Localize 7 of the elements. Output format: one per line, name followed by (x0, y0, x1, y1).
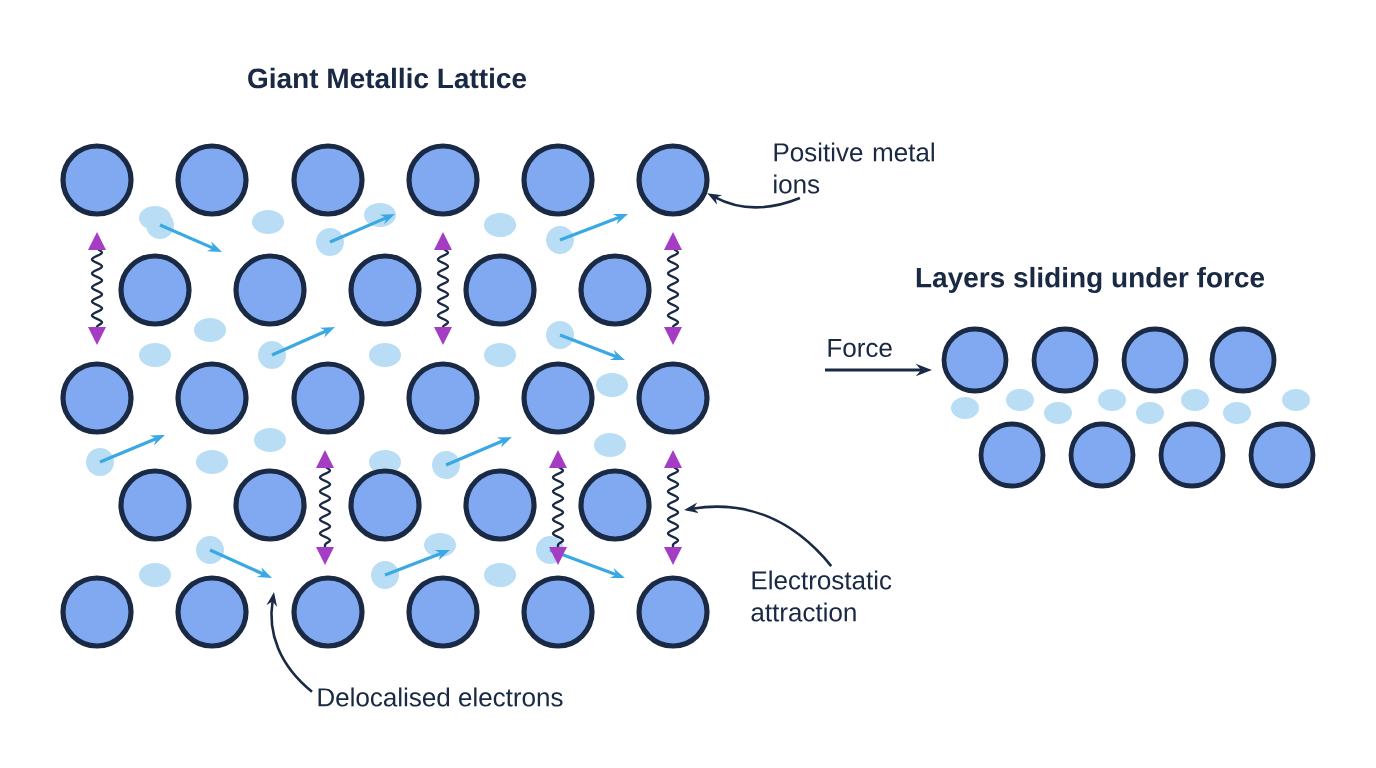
callout-label: Delocalised electrons (318, 687, 563, 707)
force-label: Force (828, 338, 892, 358)
callout-label: Electrostatic attraction (751, 570, 892, 622)
callout-label: Positive metal ions (774, 142, 934, 194)
ion-circle (636, 143, 710, 217)
title: Giant Metallic Lattice (248, 67, 527, 89)
heading: Layers sliding under force (916, 266, 1265, 294)
